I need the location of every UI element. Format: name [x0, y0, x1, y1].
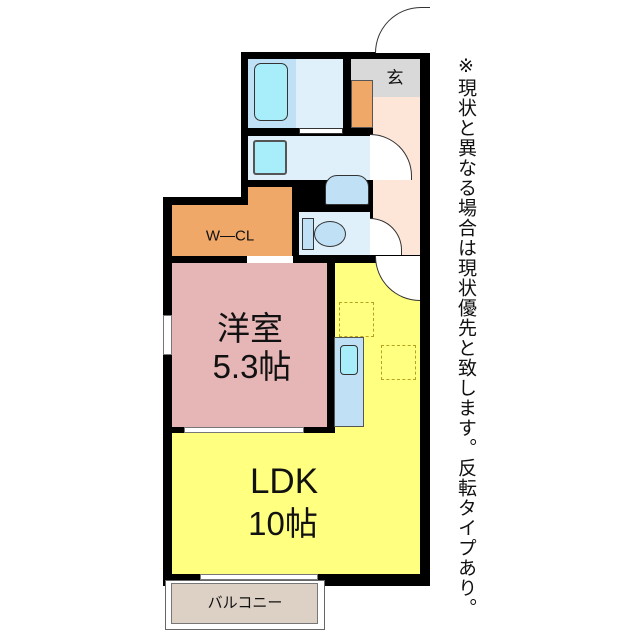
bath-wash-area	[296, 59, 343, 128]
balcony	[171, 583, 318, 624]
toilet-tank-icon	[302, 218, 314, 250]
closet-door[interactable]	[247, 256, 293, 263]
western-room	[172, 263, 327, 427]
entrance-door[interactable]	[375, 7, 430, 53]
western-sliding-door[interactable]	[184, 427, 304, 433]
toilet-bowl-icon	[314, 221, 346, 247]
western-window[interactable]	[163, 315, 172, 355]
fridge-space	[339, 302, 374, 337]
ldk-name: LDK	[249, 462, 319, 501]
balcony-label: バルコニー	[207, 594, 283, 612]
walk-in-closet	[172, 205, 292, 256]
ldk-size: 10帖	[248, 505, 318, 542]
disclaimer-note: ※現状と異なる場合は現状優先と致します。反転タイプあり。	[455, 55, 477, 618]
ldk-window[interactable]	[200, 574, 318, 580]
ldk	[172, 433, 420, 574]
entrance-label: 玄	[386, 68, 404, 88]
western-room-size: 5.3帖	[212, 348, 292, 385]
washing-machine-icon	[253, 140, 287, 175]
closet-label: W—CL	[205, 227, 255, 245]
sink-icon	[340, 345, 358, 375]
western-room-name: 洋室	[217, 310, 283, 347]
shoe-cabinet	[351, 80, 373, 128]
wash-basin-icon	[325, 175, 369, 205]
bath-door[interactable]	[299, 128, 343, 134]
washer-space	[381, 345, 416, 380]
bathtub-icon	[254, 63, 288, 121]
